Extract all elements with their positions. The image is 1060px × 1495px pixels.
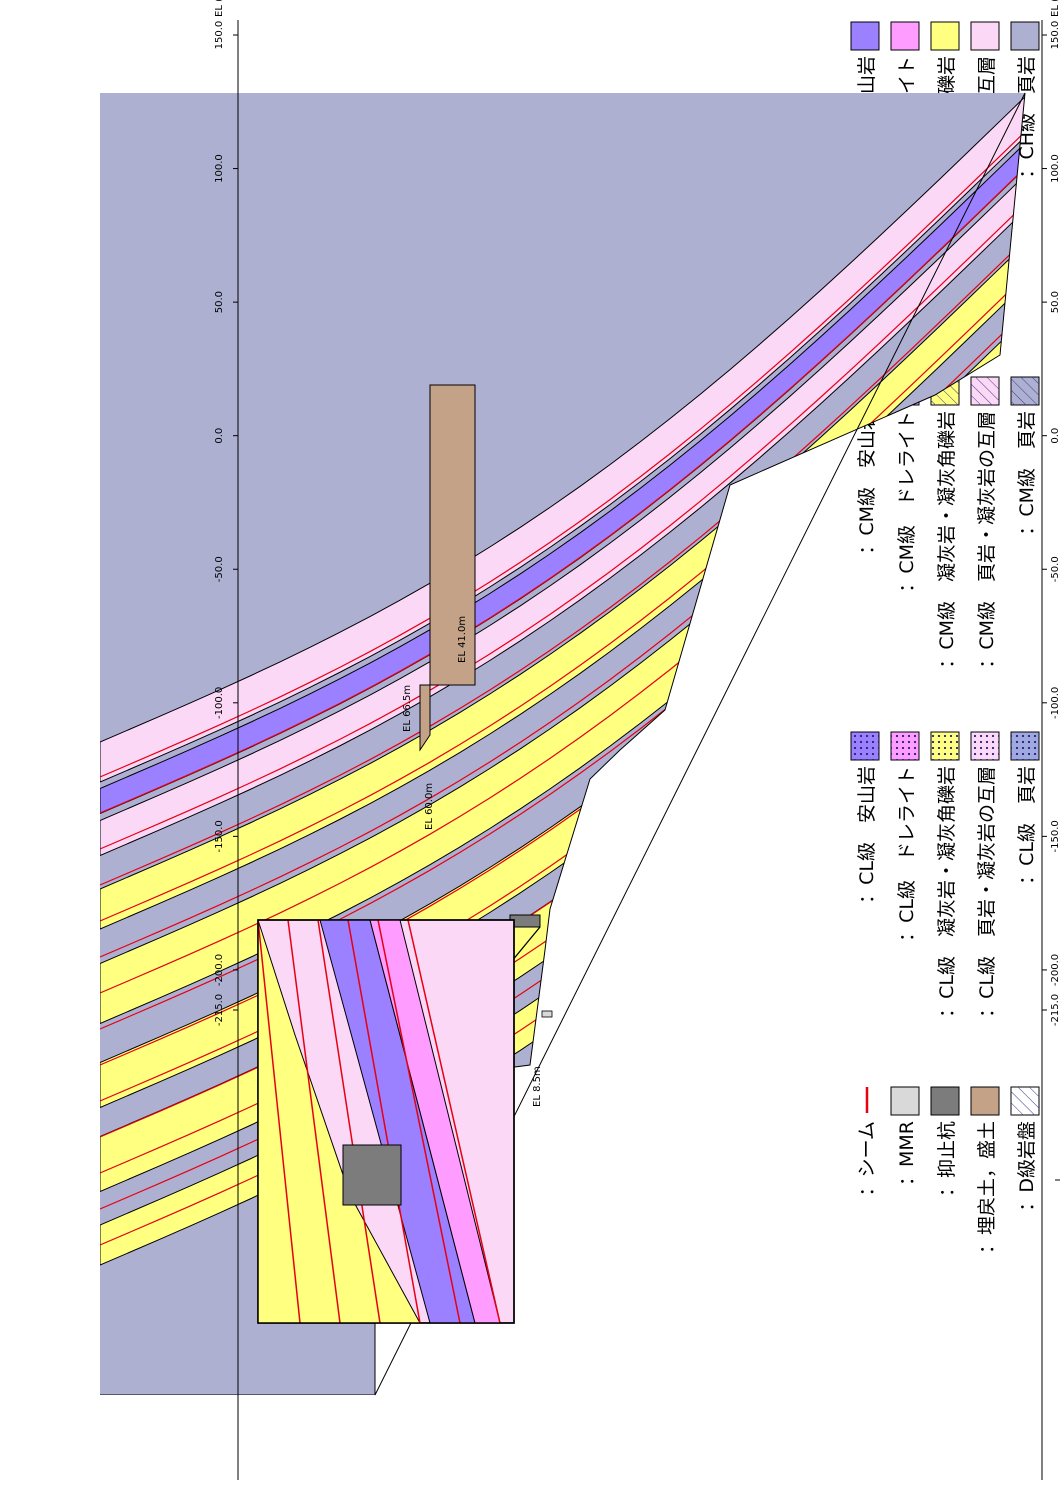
seam-line — [100, 126, 1025, 778]
seam-line — [100, 270, 1025, 922]
legend-label: ：CM級 ドレライト — [896, 411, 918, 593]
el-label-600: EL 60.0m — [424, 783, 435, 830]
seam-line — [100, 162, 1025, 814]
legend-item: ：埋戻土，盛土 — [970, 1086, 1000, 1254]
el-label-410: EL 41.0m — [457, 616, 468, 663]
axis-tick-label: 100.0 — [1050, 154, 1060, 183]
dot-pattern — [1011, 732, 1039, 760]
legend-label: ：CH級 頁岩 — [1016, 56, 1038, 179]
rock-band-layer — [100, 93, 1025, 783]
axis-tick-label: 150.0 — [214, 21, 225, 50]
axis-tick-label: -100.0 — [214, 687, 225, 719]
axis-tick-label: 0.0 — [214, 428, 225, 444]
inset-seam-line — [287, 920, 341, 1323]
inset-tuff — [258, 920, 421, 1323]
axis-tick-label: -50.0 — [1050, 556, 1060, 582]
axis-tick-label: -50.0 — [214, 556, 225, 582]
hatch-pattern — [1011, 1087, 1039, 1115]
axis-tick-label: -200.0 — [1050, 954, 1060, 986]
legend-item: ：CM級 頁岩・凝灰岩の互層 — [970, 376, 1000, 669]
legend-label: ：CL級 ドレライト — [896, 766, 918, 942]
legend-label: ：CM級 頁岩・凝灰岩の互層 — [976, 411, 998, 669]
legend-item: ：D級岩盤 — [1010, 1086, 1040, 1212]
elevation-axis-left: 150.0 100.0 50.0 0.0 -50.0 -100.0 -150.0 -200.0… — [214, 0, 239, 1480]
dot-pattern — [931, 732, 959, 760]
axis-tick-label: 50.0 — [214, 291, 225, 313]
inset-pile — [342, 1144, 402, 1206]
axis-tick-label: 50.0 — [1050, 291, 1060, 313]
axis-unit-label: EL (m) — [214, 0, 225, 17]
hatch-pattern — [1011, 377, 1039, 405]
el-label-665: EL 66.5m — [402, 685, 413, 732]
axis-unit-label: EL (m) — [1050, 0, 1060, 17]
axis-tick-label: -215.0 — [214, 994, 225, 1026]
legend-label: ：MMR — [896, 1121, 918, 1186]
legend-item: ：CL級 頁岩・凝灰岩の互層 — [970, 731, 1000, 1018]
detail-inset — [257, 919, 515, 1324]
legend-label: ：CM級 安山岩 — [856, 411, 878, 555]
legend-swatch — [1010, 21, 1040, 51]
legend-item: ：MMR — [890, 1086, 920, 1186]
dot-pattern — [891, 732, 919, 760]
legend-label: ：CM級 頁岩 — [1016, 411, 1038, 536]
legend-item: ：シーム — [856, 1087, 878, 1196]
hatch-pattern — [971, 377, 999, 405]
legend-swatch — [970, 1086, 1000, 1116]
axis-tick-label: -100.0 — [1050, 687, 1060, 719]
axis-tick-label: -150.0 — [214, 820, 225, 852]
inset-seam-line — [317, 920, 381, 1323]
legend-swatch — [850, 21, 880, 51]
legend-item: ：CL級 頁岩 — [1010, 731, 1040, 885]
seam-line — [100, 198, 1025, 850]
legend-label: ：CL級 安山岩 — [856, 766, 878, 904]
legend-swatch — [930, 1086, 960, 1116]
axis-tick-label: 150.0 — [1050, 21, 1060, 50]
axis-tick-label: -215.0 — [1050, 994, 1060, 1026]
ground-surface-outline — [374, 92, 1026, 1396]
legend-label: ：D級岩盤 — [1016, 1121, 1038, 1212]
axis-tick-label: -200.0 — [214, 954, 225, 986]
legend-swatch — [890, 21, 920, 51]
legend-label: ：埋戻土，盛土 — [976, 1121, 998, 1254]
axis-tick-label: -150.0 — [1050, 820, 1060, 852]
elevation-labels: EL 66.5m EL 60.0m EL 41.0m EL 8.5m — [402, 616, 543, 1107]
inset-seam-line — [347, 920, 421, 1323]
legend-label: ：抑止杭 — [936, 1121, 958, 1197]
legend-swatch — [930, 21, 960, 51]
inset-seam-line — [407, 920, 501, 1323]
legend-item: ：CL級 ドレライト — [890, 731, 920, 942]
axis-tick-label: 100.0 — [214, 154, 225, 183]
legend-swatch — [890, 1086, 920, 1116]
legend-label: ：CL級 頁岩 — [1016, 766, 1038, 885]
el-label-85: EL 8.5m — [532, 1066, 543, 1107]
legend-label: ：CL級 頁岩・凝灰岩の互層 — [976, 766, 998, 1018]
legend-item: ：CM級 頁岩 — [1010, 376, 1040, 536]
legend-item: ：CL級 安山岩 — [850, 731, 880, 904]
axis-tick-label: 0.0 — [1050, 428, 1060, 444]
dot-pattern — [851, 732, 879, 760]
legend-label: ：シーム — [856, 1121, 878, 1196]
legend-item: ：CL級 凝灰岩・凝灰角礫岩 — [930, 731, 960, 1018]
dot-pattern — [971, 732, 999, 760]
legend-item: ：抑止杭 — [930, 1086, 960, 1197]
legend-item: ：CH級 頁岩 — [1010, 21, 1040, 179]
legend-label: ：CL級 凝灰岩・凝灰角礫岩 — [936, 766, 958, 1018]
mmr-block — [541, 1010, 553, 1018]
rock-band-layer — [100, 237, 1025, 930]
legend-swatch — [970, 21, 1000, 51]
inset-seam-line — [377, 920, 461, 1323]
elevation-axis-right: 150.0 100.0 50.0 0.0 -50.0 -100.0 -150.0 -200.0… — [1041, 0, 1060, 1480]
fill-soil-area — [419, 384, 476, 752]
seam-line — [100, 234, 1025, 886]
legend-item: ：CM級 凝灰岩・凝灰角礫岩 — [930, 376, 960, 669]
inset-seam-line — [258, 920, 301, 1323]
legend-label: ：CM級 凝灰岩・凝灰角礫岩 — [936, 411, 958, 669]
inset-andesite — [319, 920, 476, 1323]
